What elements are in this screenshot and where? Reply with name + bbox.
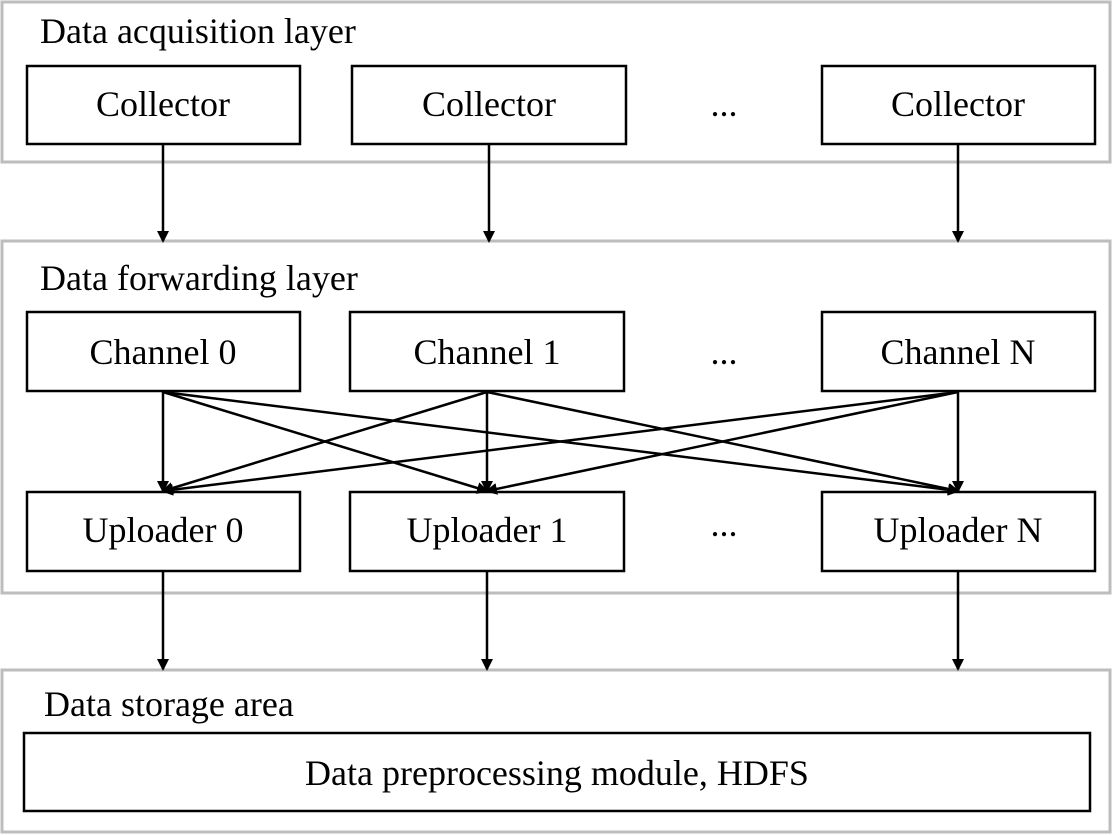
collector-node: Collector [820, 64, 1097, 146]
collector-label: Collector [891, 84, 1025, 124]
data-acquisition-layer: Data acquisition layer Collector Collect… [0, 0, 1112, 164]
collector-node: Collector [25, 64, 302, 146]
forwarding-layer-title: Data forwarding layer [40, 258, 358, 298]
arrow [161, 390, 959, 496]
storage-area-title: Data storage area [44, 684, 294, 724]
channel-node: Channel 0 [25, 310, 302, 393]
collector-label: Collector [96, 84, 230, 124]
collector-to-channel-arrows [157, 145, 964, 243]
ellipsis: ... [711, 332, 738, 372]
channel-node: Channel N [820, 310, 1097, 393]
preprocessing-module-node: Data preprocessing module, HDFS [22, 731, 1092, 813]
arrow [161, 390, 488, 494]
uploader-node: Uploader 0 [25, 490, 302, 573]
channel-node: Channel 1 [348, 310, 626, 393]
uploader-label: Uploader 1 [407, 510, 568, 550]
collector-label: Collector [422, 84, 556, 124]
collector-node: Collector [350, 64, 628, 146]
data-forwarding-layer: Data forwarding layer Channel 0 Channel … [0, 239, 1112, 595]
uploader-label: Uploader N [874, 510, 1043, 550]
acquisition-layer-title: Data acquisition layer [40, 11, 356, 51]
arrow [485, 390, 959, 495]
channel-label: Channel 1 [414, 332, 561, 372]
preprocessing-module-label: Data preprocessing module, HDFS [305, 753, 809, 793]
uploader-to-storage-arrows [157, 572, 964, 671]
channel-label: Channel N [881, 332, 1036, 372]
uploader-label: Uploader 0 [83, 510, 244, 550]
channel-to-uploader-arrows [157, 390, 964, 496]
ellipsis: ... [711, 84, 738, 124]
data-storage-area: Data storage area Data preprocessing mod… [0, 668, 1112, 834]
ellipsis: ... [711, 504, 738, 544]
channel-label: Channel 0 [90, 332, 237, 372]
uploader-node: Uploader N [820, 490, 1097, 573]
uploader-node: Uploader 1 [348, 490, 626, 573]
